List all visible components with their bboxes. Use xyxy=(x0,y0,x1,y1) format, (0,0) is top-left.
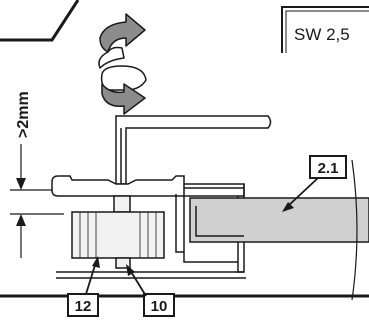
base-plate xyxy=(0,271,369,298)
clockwise-arrow-icon xyxy=(100,65,147,115)
callout-screw: 12 xyxy=(67,256,100,317)
clearance-dimension: >2mm xyxy=(10,91,64,258)
wrench-size-label: SW 2,5 xyxy=(294,25,350,44)
callout-profile: 2.1 xyxy=(282,155,347,212)
profile-tube xyxy=(189,159,369,301)
callout-pin-label: 10 xyxy=(151,298,168,315)
thumb-screw xyxy=(71,195,165,259)
pin xyxy=(115,257,131,269)
callout-pin: 10 xyxy=(126,264,175,317)
callout-screw-label: 12 xyxy=(75,298,92,315)
counterclockwise-arrow-icon xyxy=(98,13,146,69)
corner-frame xyxy=(0,0,80,42)
clearance-label: >2mm xyxy=(15,91,32,138)
callout-profile-label: 2.1 xyxy=(318,160,339,177)
hex-key xyxy=(115,115,272,185)
wrench-size-box: SW 2,5 xyxy=(281,6,369,53)
